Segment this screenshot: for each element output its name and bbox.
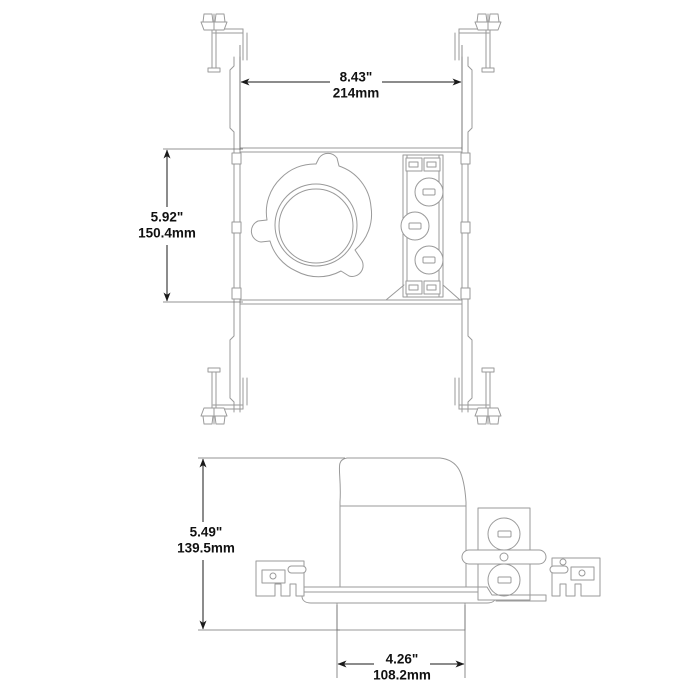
dimension-elevation-width-imperial: 4.26" (386, 652, 419, 667)
dimension-elevation-width-metric: 108.2mm (373, 668, 431, 683)
elevation-view-group (255, 457, 601, 631)
hanger-clip-top-left (200, 13, 228, 31)
dimension-elevation-height-imperial: 5.49" (190, 525, 223, 540)
hanger-clip-bottom-left (200, 407, 228, 425)
junction-box-side (461, 507, 547, 601)
hanger-clip-top-right (474, 13, 502, 31)
bar-hanger-top-left (200, 13, 248, 73)
mounting-pan (239, 147, 463, 305)
cable-clamps-bottom (405, 280, 441, 295)
mounting-rail-left (229, 56, 242, 413)
dimension-plan-width-metric: 214mm (333, 86, 380, 101)
bar-hanger-top-right (454, 13, 502, 73)
cable-clamps-top (405, 157, 441, 172)
plan-view-group (200, 13, 502, 425)
bar-hanger-bottom-left (200, 367, 248, 425)
trim-flange (301, 586, 497, 604)
bar-hanger-bottom-right (454, 367, 502, 425)
dimension-elevation-height-metric: 139.5mm (177, 541, 235, 556)
mounting-bracket-right (549, 557, 601, 597)
dimension-plan-height-imperial: 5.92" (151, 210, 184, 225)
dimension-plan-width: 8.43" 214mm (239, 45, 463, 150)
mounting-rail-right (460, 56, 473, 413)
dimension-plan-height: 5.92" 150.4mm (138, 148, 243, 303)
dimension-elevation-width: 4.26" 108.2mm (336, 605, 466, 683)
mounting-bracket-left (255, 560, 307, 597)
housing-can (338, 457, 467, 588)
dimension-plan-width-imperial: 8.43" (340, 70, 373, 85)
junction-box (385, 154, 461, 301)
circular-aperture (250, 152, 373, 278)
dimension-plan-height-metric: 150.4mm (138, 226, 196, 241)
aperture-opening (336, 602, 466, 631)
hanger-clip-bottom-right (474, 407, 502, 425)
dimension-elevation-height: 5.49" 139.5mm (177, 457, 345, 631)
knockout-circles (400, 177, 444, 275)
